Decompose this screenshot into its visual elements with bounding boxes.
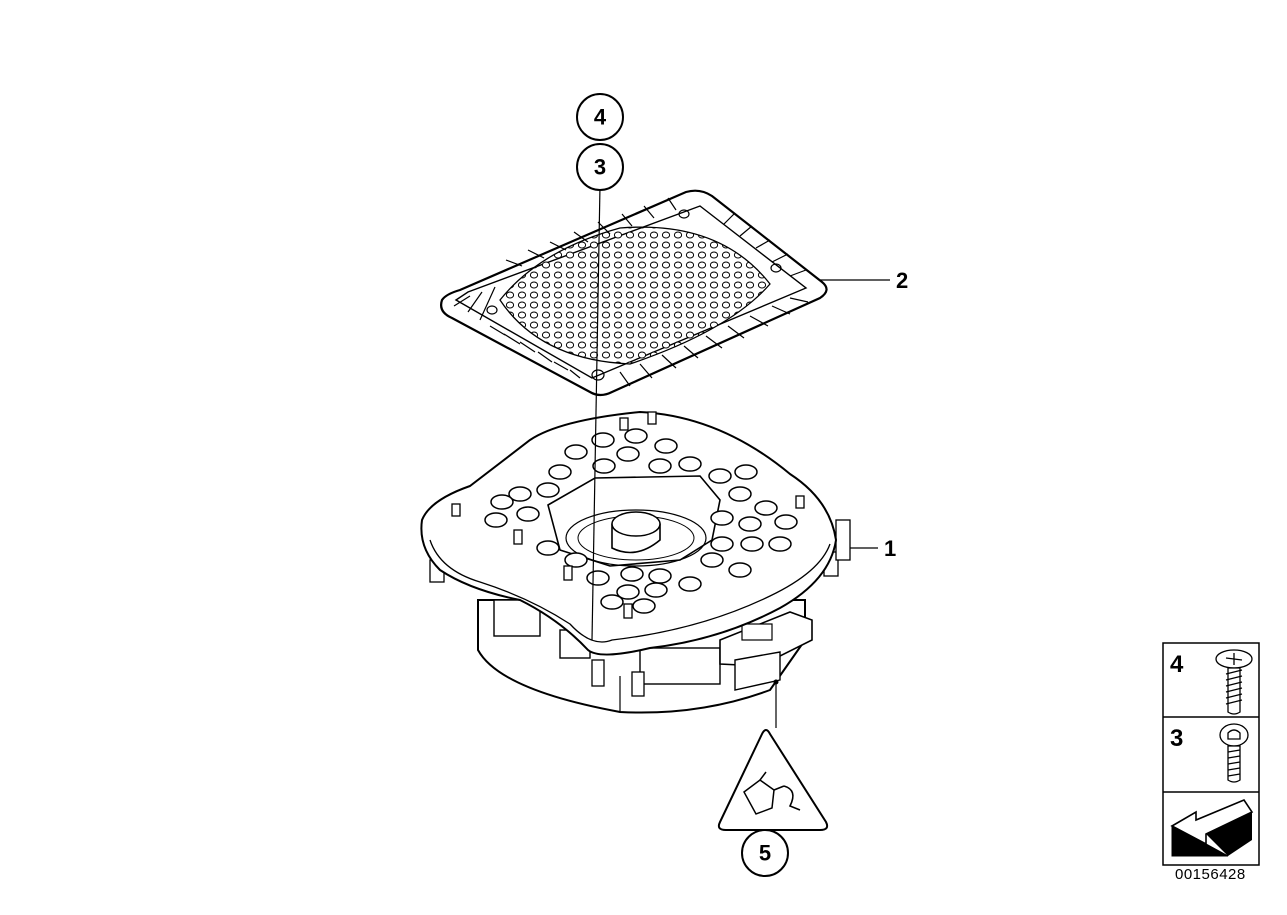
leader-lines (591, 184, 890, 728)
speaker-grille (440, 189, 828, 397)
callout-4[interactable]: 4 (576, 93, 624, 141)
legend-item-3-label: 3 (1170, 725, 1183, 752)
legend-item-4-label: 4 (1170, 651, 1184, 678)
diagram-id: 00156428 (1175, 866, 1246, 883)
arrow-left-icon[interactable] (1170, 799, 1254, 857)
speaker-unit (420, 410, 851, 714)
screw-long-icon (1219, 723, 1249, 783)
legend-item-4[interactable]: 4 (1170, 649, 1253, 715)
callout-5-label: 5 (759, 841, 771, 866)
callout-3-label: 3 (594, 155, 606, 180)
callout-5[interactable]: 5 (741, 829, 789, 877)
callout-4-label: 4 (594, 105, 607, 130)
callout-3[interactable]: 3 (576, 143, 624, 191)
part-label-1[interactable]: 1 (884, 536, 896, 561)
screw-short-icon (1215, 649, 1253, 715)
leader-dot (773, 679, 779, 685)
legend-panel: 4 3 (1162, 642, 1260, 866)
part-label-2[interactable]: 2 (896, 268, 908, 293)
legend-item-3[interactable]: 3 (1170, 723, 1249, 783)
connector-warning-icon (717, 729, 829, 831)
